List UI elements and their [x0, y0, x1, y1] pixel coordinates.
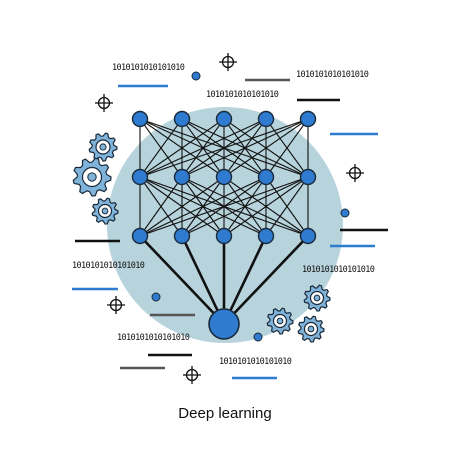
- caption-title: Deep learning: [178, 405, 272, 422]
- connection-line: [139, 118, 225, 178]
- connection-line: [139, 118, 267, 178]
- network-node: [215, 110, 233, 128]
- dot: [340, 208, 350, 218]
- connection-line: [265, 118, 309, 178]
- gear-icon: [297, 315, 325, 343]
- crosshair-icon: [107, 296, 125, 314]
- binary-text: 1010101010101010: [112, 63, 185, 73]
- network-nodes: [131, 110, 317, 340]
- gear-icons: [72, 132, 331, 343]
- decorative-lines: [72, 78, 388, 380]
- network-node: [173, 168, 191, 186]
- network-node: [257, 227, 275, 245]
- network-node: [257, 110, 275, 128]
- dot: [151, 292, 161, 302]
- crosshair-icons: [95, 53, 364, 384]
- gear-icon: [72, 157, 112, 197]
- output-connection-line: [180, 235, 226, 325]
- network-node: [215, 227, 233, 245]
- output-node: [208, 308, 240, 340]
- binary-text: 1010101010101010: [117, 333, 190, 343]
- output-connection-line: [223, 235, 309, 325]
- binary-text: 1010101010101010: [206, 90, 279, 100]
- network-node: [131, 110, 149, 128]
- small-dots: [151, 71, 350, 342]
- connection-line: [139, 118, 183, 178]
- network-node: [215, 168, 233, 186]
- gear-icon: [303, 284, 331, 312]
- connection-line: [265, 176, 309, 237]
- output-connection-line: [139, 235, 225, 325]
- network-node: [257, 168, 275, 186]
- output-connection-line: [222, 235, 268, 325]
- network-node: [173, 110, 191, 128]
- crosshair-icon: [95, 94, 113, 112]
- crosshair-icon: [346, 164, 364, 182]
- network-node: [299, 227, 317, 245]
- network-connections: [139, 118, 309, 325]
- gear-icon: [88, 132, 118, 162]
- connection-line: [181, 176, 309, 237]
- connection-line: [223, 176, 309, 237]
- connection-line: [181, 118, 309, 178]
- connection-line: [223, 118, 309, 178]
- crosshair-icon: [183, 366, 201, 384]
- network-node: [173, 227, 191, 245]
- binary-text: 1010101010101010: [219, 357, 292, 367]
- network-node: [299, 168, 317, 186]
- binary-text: 1010101010101010: [302, 265, 375, 275]
- connection-line: [139, 176, 225, 237]
- network-node: [131, 168, 149, 186]
- dot: [253, 332, 263, 342]
- connection-line: [139, 118, 309, 178]
- binary-text: 1010101010101010: [72, 261, 145, 271]
- connection-line: [139, 176, 309, 237]
- crosshair-icon: [219, 53, 237, 71]
- connection-line: [139, 176, 267, 237]
- binary-text: 1010101010101010: [296, 70, 369, 80]
- gear-icon: [266, 307, 294, 335]
- gear-icon: [91, 197, 119, 225]
- network-node: [131, 227, 149, 245]
- network-node: [299, 110, 317, 128]
- connection-line: [139, 176, 183, 237]
- dot: [191, 71, 201, 81]
- binary-texts: 1010101010101010 1010101010101010 101010…: [72, 63, 375, 367]
